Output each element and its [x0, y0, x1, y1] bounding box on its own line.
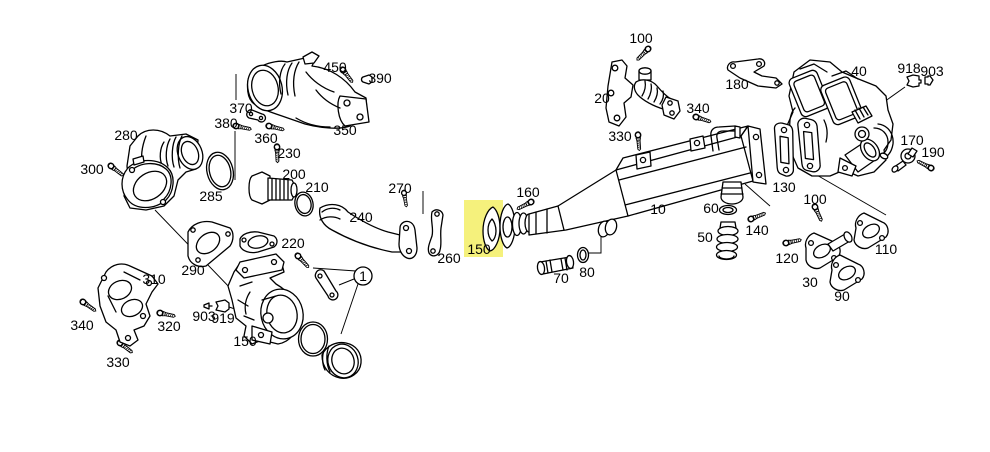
svg-text:260: 260: [437, 250, 461, 266]
svg-text:10: 10: [650, 201, 666, 217]
svg-text:285: 285: [199, 188, 223, 204]
svg-text:220: 220: [281, 235, 305, 251]
svg-text:180: 180: [725, 76, 749, 92]
svg-text:340: 340: [686, 100, 710, 116]
svg-text:340: 340: [70, 317, 94, 333]
svg-text:100: 100: [803, 191, 827, 207]
svg-text:130: 130: [772, 179, 796, 195]
svg-text:1: 1: [359, 268, 367, 284]
svg-text:50: 50: [697, 229, 713, 245]
svg-text:310: 310: [142, 271, 166, 287]
svg-text:70: 70: [553, 270, 569, 286]
svg-text:120: 120: [775, 250, 799, 266]
svg-text:903: 903: [920, 63, 944, 79]
svg-text:110: 110: [875, 241, 898, 257]
svg-text:370: 370: [229, 100, 253, 116]
svg-text:330: 330: [608, 128, 632, 144]
svg-text:90: 90: [834, 288, 850, 304]
svg-text:40: 40: [851, 63, 867, 79]
svg-text:918: 918: [897, 60, 921, 76]
svg-text:450: 450: [323, 59, 347, 75]
svg-text:150: 150: [467, 241, 491, 257]
svg-text:380: 380: [214, 115, 238, 131]
svg-text:230: 230: [277, 145, 301, 161]
svg-text:300: 300: [80, 161, 104, 177]
svg-text:150: 150: [233, 333, 257, 349]
svg-text:30: 30: [802, 274, 818, 290]
svg-text:140: 140: [745, 222, 769, 238]
svg-text:20: 20: [594, 90, 610, 106]
svg-text:270: 270: [388, 180, 412, 196]
svg-text:290: 290: [181, 262, 205, 278]
svg-text:200: 200: [282, 166, 306, 182]
svg-text:80: 80: [579, 264, 595, 280]
svg-text:360: 360: [254, 130, 278, 146]
svg-text:60: 60: [703, 200, 719, 216]
svg-text:100: 100: [629, 30, 653, 46]
svg-text:320: 320: [157, 318, 181, 334]
svg-text:330: 330: [106, 354, 130, 370]
svg-text:160: 160: [516, 184, 540, 200]
svg-text:919: 919: [211, 310, 235, 326]
svg-text:903: 903: [192, 308, 216, 324]
svg-text:240: 240: [349, 209, 373, 225]
svg-text:210: 210: [305, 179, 329, 195]
svg-text:280: 280: [114, 127, 138, 143]
svg-text:350: 350: [333, 122, 357, 138]
svg-text:390: 390: [368, 70, 392, 86]
svg-text:170: 170: [900, 132, 924, 148]
svg-text:190: 190: [921, 144, 945, 160]
